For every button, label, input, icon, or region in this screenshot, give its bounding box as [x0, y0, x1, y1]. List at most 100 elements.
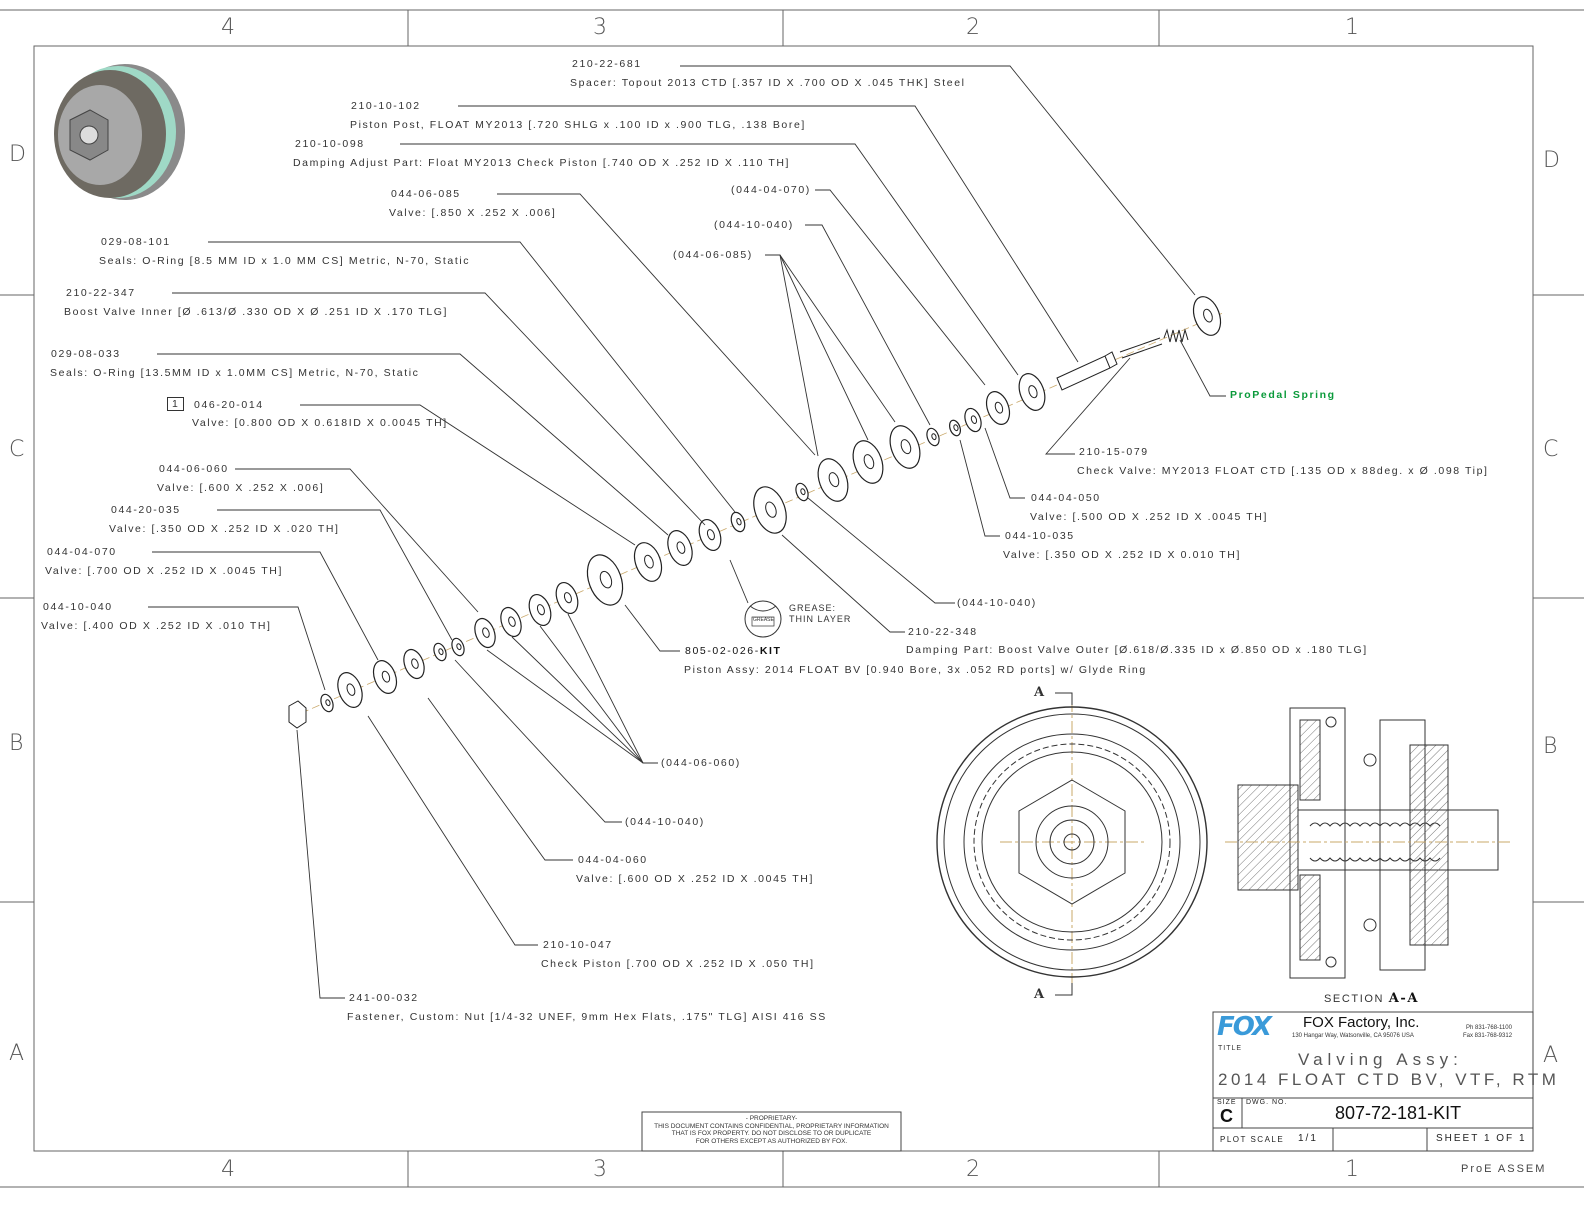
callout-description: Seals: O-Ring [8.5 MM ID x 1.0 MM CS] Me…: [99, 255, 471, 267]
washer-hole: [676, 541, 686, 554]
washer-part: [528, 593, 552, 627]
callout-description: Valve: [.350 OD X .252 ID X 0.010 TH]: [1003, 549, 1241, 561]
callout-description: Damping Part: Boost Valve Outer [Ø.618/Ø…: [906, 644, 1368, 656]
washer-hole: [508, 616, 516, 627]
zone-col-2: 2: [966, 15, 980, 40]
callout-part-number: 044-10-040: [43, 601, 113, 613]
sheet-number: SHEET 1 OF 1: [1436, 1133, 1527, 1144]
callout-description: Valve: [.700 OD X .252 ID X .0045 TH]: [45, 565, 283, 577]
washer-part: [555, 581, 579, 615]
washer-hole: [411, 658, 419, 669]
callout-part-number: 210-15-079: [1079, 446, 1149, 458]
washer-hole: [438, 648, 444, 656]
washer-part: [633, 542, 663, 582]
callout-part-number: (044-10-040): [625, 816, 705, 828]
kit-number: 805-02-026-: [685, 645, 760, 657]
washer-hole: [953, 424, 959, 432]
drawing-title-line1: Valving Assy:: [1298, 1050, 1463, 1069]
callout-part-number: 044-04-060: [578, 854, 648, 866]
zone-row-a: A: [9, 1041, 25, 1066]
washer-part: [730, 511, 746, 533]
zone-col-1: 1: [1345, 1157, 1359, 1182]
washer-hole: [900, 439, 912, 455]
size-value: C: [1220, 1106, 1233, 1126]
revision-flag: 1: [167, 397, 185, 411]
callout-description: Boost Valve Inner [Ø .613/Ø .330 OD X Ø …: [64, 306, 449, 318]
washer-hole: [863, 454, 875, 470]
washer-hole: [736, 517, 742, 526]
proprietary-box: [641, 1111, 902, 1152]
zone-row-d: D: [1543, 148, 1560, 173]
zone-row-b: B: [1543, 734, 1558, 759]
callout-part-number: 210-10-102: [351, 100, 421, 112]
proprietary-line: - PROPRIETARY-: [745, 1115, 798, 1122]
washer-hole: [456, 643, 462, 651]
washer-hole: [563, 592, 572, 604]
washer-part: [451, 637, 465, 657]
washer-hole: [765, 501, 777, 518]
exploded-parts: [288, 296, 1222, 729]
washer-part: [698, 518, 722, 552]
leader-lines: [148, 65, 1226, 999]
callout-description: Seals: O-Ring [13.5MM ID x 1.0MM CS] Met…: [50, 367, 420, 379]
proprietary-notice: - PROPRIETARY- THIS DOCUMENT CONTAINS CO…: [642, 1115, 901, 1145]
section-view: [1225, 707, 1510, 979]
washer-part: [372, 660, 398, 694]
section-caption: SECTION A-A: [1324, 991, 1419, 1006]
washer-hole: [970, 415, 978, 424]
zone-col-4: 4: [221, 15, 235, 40]
kit-suffix: KIT: [759, 645, 782, 657]
callout-part-number: 044-04-050: [1031, 492, 1101, 504]
callout-part-number: 044-04-070: [47, 546, 117, 558]
plot-scale-value: 1/1: [1298, 1133, 1318, 1144]
callout-description: Piston Assy: 2014 FLOAT BV [0.940 Bore, …: [684, 664, 1147, 676]
drawing-number: 807-72-181-KIT: [1335, 1103, 1462, 1123]
callout-part-number: 044-20-035: [111, 504, 181, 516]
callout-part-number: 029-08-033: [51, 348, 121, 360]
washer-hole: [536, 604, 545, 616]
zone-row-a: A: [1543, 1043, 1559, 1068]
callout-part-number: 044-06-060: [159, 463, 229, 475]
drawing-title-line2: 2014 FLOAT CTD BV, VTF, RTM: [1218, 1070, 1560, 1089]
washer-hole: [381, 670, 391, 683]
washer-hole: [828, 472, 840, 488]
callout-description: Spacer: Topout 2013 CTD [.357 ID X .700 …: [570, 77, 966, 89]
company-address: 130 Hangar Way, Watsonville, CA 95076 US…: [1292, 1033, 1414, 1039]
washer-hole: [1028, 385, 1038, 399]
zone-col-3: 3: [593, 15, 607, 40]
zone-col-4: 4: [221, 1157, 235, 1182]
callout-description: Valve: [.600 OD X .252 ID X .0045 TH]: [576, 873, 814, 885]
section-caption-id: A-A: [1388, 991, 1420, 1006]
washer-hole: [644, 554, 654, 569]
washer-part: [795, 482, 809, 502]
callout-part-number: 805-02-026-KIT: [685, 645, 782, 657]
washer-part: [753, 486, 787, 534]
washer-hole: [599, 570, 613, 589]
zone-row-c: C: [1543, 437, 1559, 462]
plot-scale-label: PLOT SCALE: [1220, 1135, 1285, 1144]
callout-description: Damping Adjust Part: Float MY2013 Check …: [293, 157, 791, 169]
callout-part-number: 210-10-047: [543, 939, 613, 951]
washer-part: [1192, 296, 1222, 336]
section-marker: A: [1034, 685, 1046, 700]
size-label: SIZE: [1217, 1099, 1237, 1106]
callout-description: Fastener, Custom: Nut [1/4-32 UNEF, 9mm …: [347, 1011, 827, 1023]
washer-hole: [800, 488, 806, 496]
callout-part-number: 210-22-681: [572, 58, 642, 70]
grease-note: GREASE:: [789, 603, 837, 613]
washer-hole: [706, 529, 715, 541]
washer-hole: [1203, 308, 1213, 323]
section-marker: A: [1034, 987, 1046, 1002]
washer-part: [1018, 373, 1046, 411]
grease-icon-text: GREASE: [753, 617, 774, 623]
callout-part-number: 044-06-085: [391, 188, 461, 200]
washer-part: [586, 554, 624, 606]
callout-part-number: (044-06-060): [661, 757, 741, 769]
callout-description: Valve: [.400 OD X .252 ID X .010 TH]: [41, 620, 272, 632]
washer-hole: [931, 433, 937, 441]
check-valve-part: [1119, 337, 1163, 359]
zone-col-3: 3: [593, 1157, 607, 1182]
title-label: TITLE: [1218, 1045, 1243, 1052]
washer-part: [667, 530, 693, 566]
3d-render-thumbnail: [54, 64, 185, 200]
